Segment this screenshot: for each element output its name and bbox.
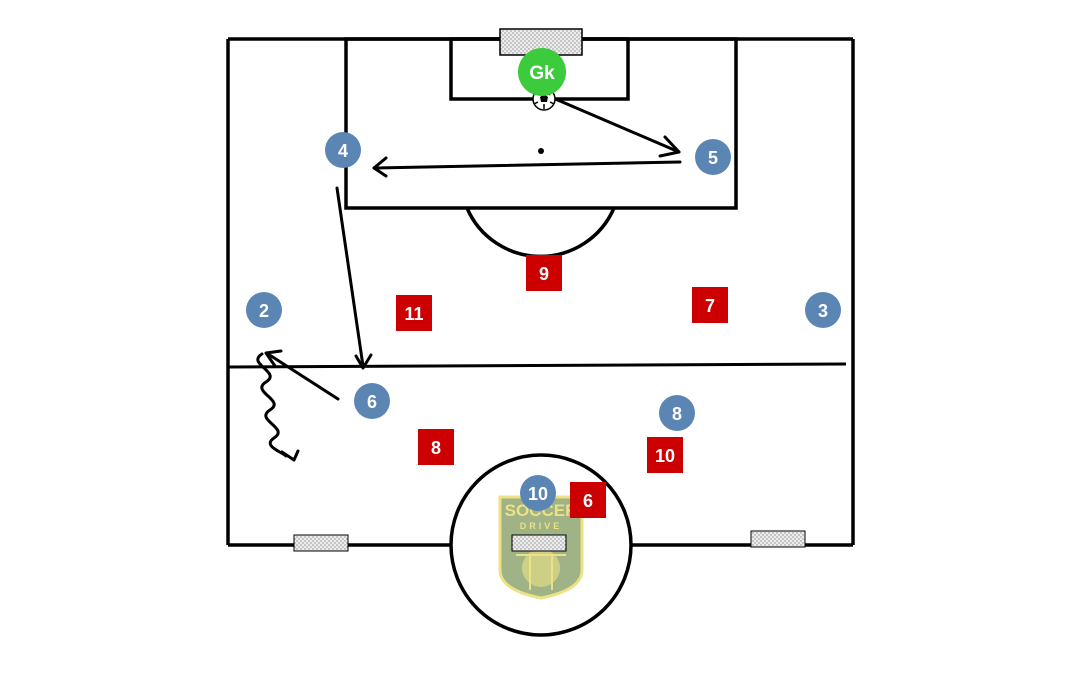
blue-player-number: 5 [708, 148, 718, 168]
blue-player-number: 4 [338, 141, 348, 161]
blue-player-6: 6 [354, 383, 390, 419]
run-arrow-6 [264, 349, 340, 401]
blue-player-number: 6 [367, 392, 377, 412]
blue-player-5: 5 [695, 139, 731, 175]
red-player-11: 11 [396, 295, 432, 331]
penalty-arc [465, 207, 616, 259]
red-team: 9 11 7 8 10 6 [396, 255, 728, 518]
goalkeeper-marker: Gk [518, 48, 566, 96]
logo-subtitle: DRIVE [520, 521, 563, 531]
blue-player-number: 8 [672, 404, 682, 424]
goalkeeper-label: Gk [529, 63, 555, 84]
red-player-6: 6 [570, 482, 606, 518]
red-player-number: 8 [431, 438, 441, 458]
small-goal-left-net-icon [293, 534, 349, 552]
blue-player-8: 8 [659, 395, 695, 431]
pass-arrow-4-to-6 [335, 186, 373, 370]
red-player-10: 10 [647, 437, 683, 473]
blue-player-3: 3 [805, 292, 841, 328]
red-player-8: 8 [418, 429, 454, 465]
small-goal-center-net-icon [511, 534, 567, 552]
blue-player-number: 2 [259, 301, 269, 321]
red-player-7: 7 [692, 287, 728, 323]
small-goal-right-net-icon [750, 530, 806, 548]
halfway-line [227, 362, 847, 369]
red-player-number: 7 [705, 296, 715, 316]
blue-player-10: 10 [520, 475, 556, 511]
dribble-path [256, 352, 300, 462]
pass-arrow-5-to-4 [372, 156, 682, 178]
blue-player-4: 4 [325, 132, 361, 168]
center-circle [449, 453, 633, 637]
blue-team: 4 5 2 3 6 8 10 [246, 132, 841, 511]
red-player-number: 9 [539, 264, 549, 284]
pass-arrow-gk-to-5 [551, 96, 681, 158]
red-player-number: 11 [404, 304, 423, 324]
red-player-number: 10 [655, 446, 675, 466]
penalty-spot [538, 148, 544, 154]
blue-player-number: 3 [818, 301, 828, 321]
red-player-number: 6 [583, 491, 593, 511]
red-player-9: 9 [526, 255, 562, 291]
blue-player-number: 10 [528, 484, 548, 504]
blue-player-2: 2 [246, 292, 282, 328]
